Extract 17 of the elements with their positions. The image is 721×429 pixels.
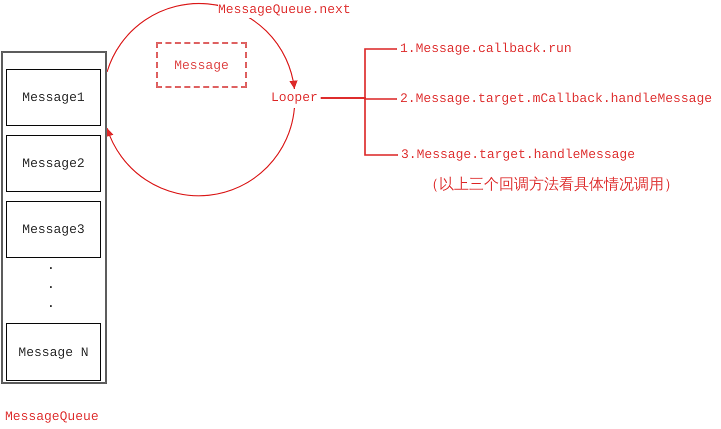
message-box: Message	[156, 42, 247, 88]
edge-label: MessageQueue.next	[218, 2, 351, 18]
method-label: 3.Message.target.handleMessage	[401, 147, 636, 163]
message-box: Message1	[6, 69, 101, 126]
method-label: 1.Message.callback.run	[400, 41, 572, 57]
bracket-line	[320, 97, 398, 156]
method-label: 2.Message.target.mCallback.handleMessage	[400, 91, 712, 107]
ellipsis-dot: .	[47, 281, 55, 289]
message-box: Message2	[6, 135, 101, 192]
ellipsis-dot: .	[47, 300, 55, 308]
message-box: Message3	[6, 201, 101, 258]
ellipsis-dot: .	[47, 262, 55, 270]
component-label: Looper	[271, 90, 318, 106]
queue-label: MessageQueue	[5, 409, 99, 425]
curved-arrow	[106, 108, 295, 196]
note-text: （以上三个回调方法看具体情况调用）	[424, 176, 679, 194]
message-box: Message N	[6, 323, 101, 381]
